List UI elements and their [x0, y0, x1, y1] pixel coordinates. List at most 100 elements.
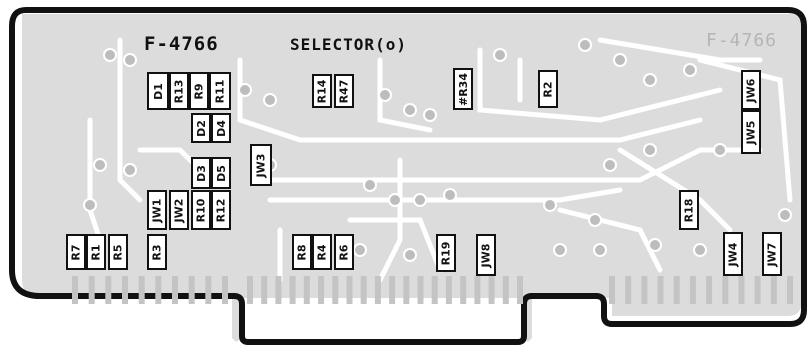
- connector-finger: [303, 276, 310, 304]
- connector-finger: [346, 276, 353, 304]
- connector-finger: [657, 276, 664, 304]
- connector-finger: [787, 276, 793, 304]
- solder-pad: [603, 158, 617, 172]
- trace: [477, 47, 723, 123]
- pcb-pads: [83, 38, 792, 262]
- solder-pad: [493, 48, 507, 62]
- connector-finger: [72, 276, 78, 304]
- connector-finger: [88, 276, 95, 304]
- board-outline: [9, 7, 807, 345]
- component-label-r4: R4: [312, 234, 332, 270]
- board-part-number: F-4766: [144, 33, 219, 55]
- component-label-jw7: JW7: [762, 232, 782, 276]
- connector-finger: [205, 276, 212, 304]
- component-label-r10: R10: [191, 190, 211, 230]
- corner-part-number: F-4766: [706, 30, 778, 51]
- component-label-r2: R2: [538, 70, 558, 108]
- solder-pad: [238, 83, 252, 97]
- connector-finger: [738, 276, 745, 304]
- trace: [257, 147, 763, 183]
- connector-finger: [172, 276, 178, 304]
- component-label-jw2: JW2: [169, 190, 189, 230]
- component-label-r1: R1: [86, 234, 106, 270]
- solder-pad: [778, 208, 792, 222]
- connector-finger: [261, 276, 268, 304]
- solder-pad: [588, 213, 602, 227]
- solder-pad: [263, 93, 277, 107]
- component-label-r12: R12: [211, 190, 231, 230]
- connector-finger: [754, 276, 761, 304]
- board-name: SELECTOR(o): [290, 35, 407, 54]
- component-label-jw1: JW1: [147, 190, 167, 230]
- trace: [597, 37, 763, 63]
- solder-pad: [443, 188, 457, 202]
- connector-finger: [722, 276, 729, 304]
- trace: [267, 187, 623, 203]
- component-label-r5: R5: [108, 234, 128, 270]
- connector-finger: [318, 276, 325, 304]
- solder-pad: [643, 73, 657, 87]
- component-label-r11: R11: [209, 72, 231, 110]
- trace: [617, 147, 733, 233]
- component-label-jw5: JW5: [741, 110, 761, 154]
- solder-pad: [648, 238, 662, 252]
- component-label-r18: R18: [679, 190, 699, 230]
- solder-pad: [553, 243, 567, 257]
- solder-pad: [543, 198, 557, 212]
- connector-finger: [403, 276, 410, 304]
- component-label-d5: D5: [211, 157, 231, 189]
- connector-finger: [122, 276, 128, 304]
- connector-finger: [138, 276, 145, 304]
- connector-finger: [155, 276, 162, 304]
- solder-pad: [83, 198, 97, 212]
- solder-pad: [363, 178, 377, 192]
- component-label-r8: R8: [292, 234, 312, 270]
- connector-finger: [374, 276, 381, 304]
- solder-pad: [643, 143, 657, 157]
- connector-finger: [275, 276, 282, 304]
- component-label-r7: R7: [66, 234, 86, 270]
- component-label-r3: R3: [147, 234, 167, 270]
- solder-pad: [403, 248, 417, 262]
- solder-pad: [93, 158, 107, 172]
- solder-pad: [683, 63, 697, 77]
- connector-finger: [431, 276, 438, 304]
- connector-finger: [105, 276, 112, 304]
- solder-pad: [123, 163, 137, 177]
- connector-finger: [289, 276, 296, 304]
- edge-connector-fingers: [72, 276, 793, 304]
- component-label-r47: R47: [334, 74, 354, 108]
- connector-finger: [247, 276, 253, 304]
- connector-finger: [360, 276, 367, 304]
- connector-finger: [389, 276, 396, 304]
- connector-finger: [445, 276, 452, 304]
- component-label-r19: R19: [436, 234, 456, 272]
- connector-finger: [706, 276, 713, 304]
- component-label-r14: R14: [312, 74, 332, 108]
- connector-finger: [188, 276, 195, 304]
- trace: [237, 57, 703, 143]
- solder-pad: [713, 143, 727, 157]
- component-label-r13: R13: [169, 72, 189, 110]
- solder-pad: [413, 193, 427, 207]
- component-label-d3: D3: [191, 157, 211, 189]
- solder-pad: [613, 53, 627, 67]
- component-label-jw8: JW8: [476, 234, 496, 276]
- component-label-r34: #R34: [453, 68, 473, 110]
- connector-finger: [474, 276, 481, 304]
- component-label-d2: D2: [191, 113, 211, 143]
- solder-pad: [403, 103, 417, 117]
- component-label-r9: R9: [189, 72, 209, 110]
- trace: [697, 57, 793, 203]
- trace: [377, 157, 403, 283]
- connector-finger: [488, 276, 495, 304]
- connector-finger: [641, 276, 648, 304]
- solder-pad: [693, 243, 707, 257]
- component-label-d1: D1: [147, 72, 169, 110]
- connector-finger: [625, 276, 632, 304]
- solder-pad: [593, 243, 607, 257]
- connector-finger: [609, 276, 615, 304]
- solder-pad: [353, 243, 367, 257]
- connector-finger: [673, 276, 680, 304]
- connector-finger: [770, 276, 777, 304]
